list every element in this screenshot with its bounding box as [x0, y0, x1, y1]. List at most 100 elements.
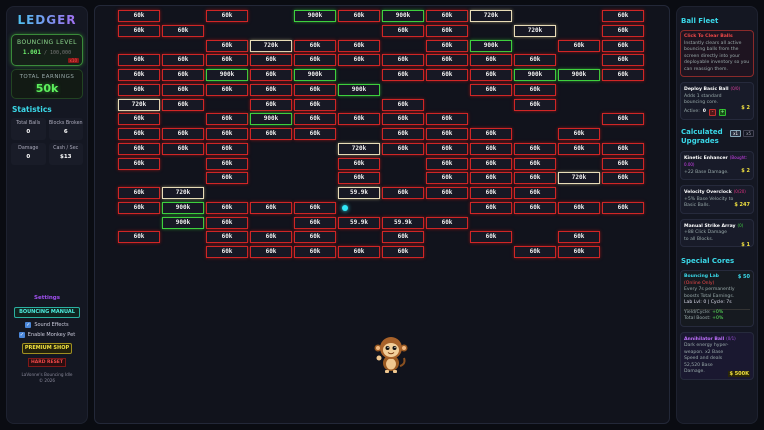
brick[interactable]: 60k: [514, 172, 556, 185]
brick[interactable]: 60k: [118, 54, 160, 67]
brick[interactable]: 60k: [382, 142, 424, 155]
brick[interactable]: 60k: [118, 10, 160, 22]
monkey-pet-icon[interactable]: [374, 336, 408, 374]
brick[interactable]: 60k: [426, 54, 468, 67]
brick[interactable]: 900k: [206, 69, 248, 81]
brick[interactable]: 60k: [206, 216, 248, 229]
brick[interactable]: 60k: [250, 246, 292, 258]
brick[interactable]: 60k: [558, 231, 600, 244]
brick[interactable]: 60k: [206, 10, 248, 22]
brick[interactable]: 900k: [250, 113, 292, 126]
brick[interactable]: 60k: [426, 142, 468, 155]
brick[interactable]: 60k: [162, 54, 204, 67]
brick[interactable]: 60k: [206, 142, 248, 155]
brick[interactable]: 60k: [470, 69, 512, 81]
brick[interactable]: 60k: [558, 39, 600, 52]
brick[interactable]: 60k: [118, 69, 160, 81]
brick[interactable]: 60k: [118, 201, 160, 214]
brick[interactable]: 60k: [470, 187, 512, 199]
brick[interactable]: 900k: [162, 216, 204, 229]
brick[interactable]: 60k: [426, 24, 468, 37]
increase-button[interactable]: +: [718, 108, 726, 116]
brick[interactable]: 60k: [382, 128, 424, 140]
brick[interactable]: 60k: [118, 187, 160, 199]
brick[interactable]: 60k: [162, 24, 204, 37]
brick[interactable]: 60k: [162, 142, 204, 155]
brick[interactable]: 60k: [338, 172, 380, 185]
brick[interactable]: 900k: [294, 10, 336, 22]
brick[interactable]: 60k: [118, 128, 160, 140]
brick[interactable]: 60k: [602, 157, 644, 170]
brick[interactable]: 60k: [250, 98, 292, 111]
brick[interactable]: 900k: [162, 201, 204, 214]
brick[interactable]: 720k: [250, 39, 292, 52]
brick[interactable]: 60k: [426, 69, 468, 81]
brick[interactable]: 60k: [426, 157, 468, 170]
brick[interactable]: 60k: [206, 83, 248, 96]
brick[interactable]: 60k: [602, 10, 644, 22]
brick[interactable]: 60k: [382, 246, 424, 258]
brick[interactable]: 60k: [206, 39, 248, 52]
brick[interactable]: 60k: [470, 142, 512, 155]
brick[interactable]: 60k: [470, 54, 512, 67]
brick[interactable]: 60k: [206, 128, 248, 140]
brick[interactable]: 60k: [338, 157, 380, 170]
brick[interactable]: 60k: [118, 231, 160, 244]
brick[interactable]: 59.9k: [382, 216, 424, 229]
brick[interactable]: 60k: [602, 24, 644, 37]
brick[interactable]: 60k: [382, 54, 424, 67]
brick[interactable]: 60k: [426, 39, 468, 52]
brick[interactable]: 60k: [250, 231, 292, 244]
brick[interactable]: 60k: [426, 216, 468, 229]
brick[interactable]: 60k: [162, 83, 204, 96]
brick[interactable]: 60k: [558, 128, 600, 140]
brick[interactable]: 60k: [470, 201, 512, 214]
brick[interactable]: 59.9k: [338, 216, 380, 229]
brick[interactable]: 900k: [514, 69, 556, 81]
brick[interactable]: 720k: [338, 142, 380, 155]
brick[interactable]: 60k: [426, 187, 468, 199]
brick[interactable]: 60k: [602, 172, 644, 185]
brick[interactable]: 60k: [426, 10, 468, 22]
brick[interactable]: 900k: [382, 10, 424, 22]
brick[interactable]: 60k: [294, 216, 336, 229]
brick[interactable]: 60k: [558, 201, 600, 214]
brick[interactable]: 60k: [162, 128, 204, 140]
upgrade-velocity-overclock[interactable]: Velocity Overclock(0/20) +5% Base Veloci…: [680, 185, 754, 214]
brick[interactable]: 60k: [382, 69, 424, 81]
brick[interactable]: 60k: [118, 157, 160, 170]
brick[interactable]: 60k: [514, 54, 556, 67]
brick[interactable]: 60k: [558, 246, 600, 258]
brick[interactable]: 60k: [294, 83, 336, 96]
brick[interactable]: 60k: [514, 98, 556, 111]
annihilator-ball-card[interactable]: Annihilator Ball(0/1) Dark energy hyper-…: [680, 331, 754, 380]
checkbox-checked-icon[interactable]: ✓: [18, 332, 25, 338]
brick[interactable]: 60k: [338, 10, 380, 22]
premium-shop-button[interactable]: PREMIUM SHOP: [22, 343, 72, 354]
brick[interactable]: 60k: [382, 113, 424, 126]
brick[interactable]: 60k: [294, 113, 336, 126]
brick[interactable]: 60k: [206, 246, 248, 258]
brick[interactable]: 720k: [470, 10, 512, 22]
brick[interactable]: 900k: [338, 83, 380, 96]
brick[interactable]: 60k: [250, 83, 292, 96]
brick[interactable]: 60k: [602, 54, 644, 67]
brick[interactable]: 60k: [602, 113, 644, 126]
brick[interactable]: 60k: [514, 142, 556, 155]
multiplier-x5[interactable]: x5: [743, 129, 754, 137]
brick[interactable]: 60k: [250, 201, 292, 214]
brick[interactable]: 720k: [118, 98, 160, 111]
multiplier-x1[interactable]: x1: [730, 129, 742, 137]
brick[interactable]: 60k: [118, 83, 160, 96]
decrease-button[interactable]: -: [708, 108, 716, 116]
brick[interactable]: 900k: [294, 69, 336, 81]
brick[interactable]: 60k: [206, 172, 248, 185]
brick[interactable]: 60k: [250, 54, 292, 67]
sound-effects-toggle[interactable]: ✓Sound Effects: [7, 322, 87, 328]
brick[interactable]: 60k: [470, 172, 512, 185]
brick[interactable]: 60k: [338, 246, 380, 258]
brick[interactable]: 900k: [558, 69, 600, 81]
brick[interactable]: 60k: [514, 187, 556, 199]
brick[interactable]: 60k: [382, 98, 424, 111]
